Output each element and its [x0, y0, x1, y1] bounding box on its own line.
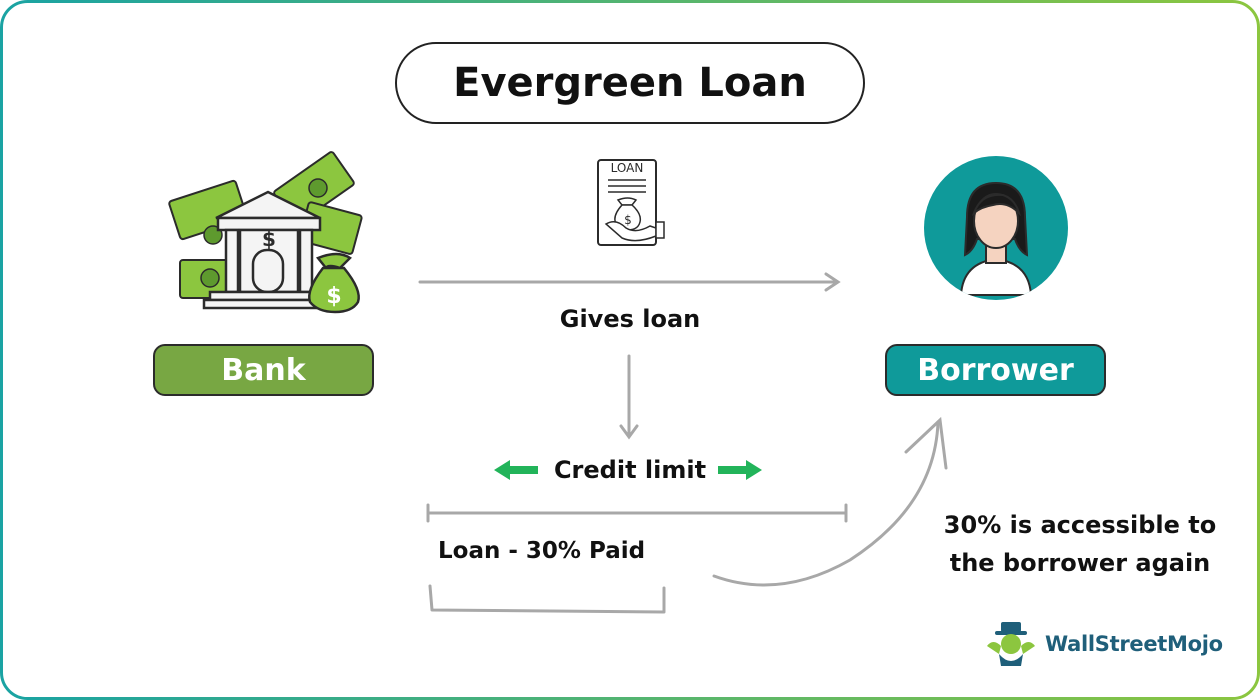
accessible-note-line2: the borrower again — [949, 549, 1211, 577]
down-arrow — [619, 354, 639, 440]
credit-limit-label: Credit limit — [553, 456, 707, 484]
credit-limit-left-arrow — [494, 460, 538, 480]
borrower-avatar-icon — [924, 156, 1068, 300]
bank-money-icon: $ $ — [168, 151, 363, 314]
svg-text:$: $ — [624, 213, 632, 227]
loan-document-icon: $ — [597, 159, 665, 246]
brand-name: WallStreetMojo — [1045, 632, 1223, 656]
mojo-mascot-icon — [987, 622, 1035, 666]
page-title: Evergreen Loan — [395, 42, 865, 124]
credit-limit-right-arrow — [718, 460, 762, 480]
borrower-label: Borrower — [885, 344, 1106, 396]
loan-document-label: LOAN — [610, 161, 644, 175]
gives-loan-label: Gives loan — [559, 305, 701, 333]
accessible-curve-arrow — [712, 416, 948, 587]
accessible-note-line1: 30% is accessible to — [943, 511, 1217, 539]
svg-text:$: $ — [326, 284, 341, 309]
svg-text:$: $ — [262, 227, 276, 251]
accessible-note: 30% is accessible to the borrower again — [930, 506, 1230, 582]
loan-paid-label: Loan - 30% Paid — [438, 538, 646, 564]
brand-logo: WallStreetMojo — [985, 620, 1223, 668]
loan-paid-bracket — [428, 584, 666, 614]
gives-loan-arrow — [418, 272, 841, 292]
bank-label: Bank — [153, 344, 374, 396]
credit-limit-bar — [426, 503, 848, 523]
